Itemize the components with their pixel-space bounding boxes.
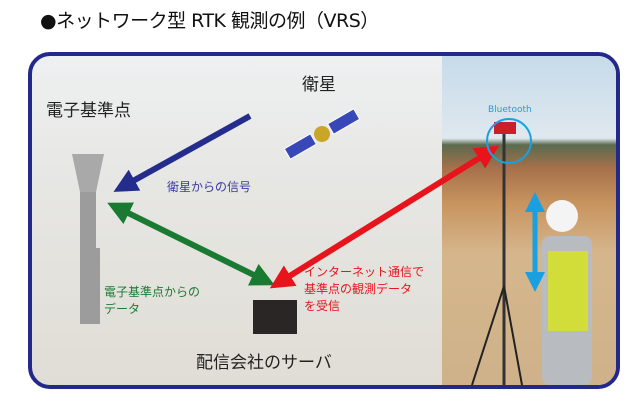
helmet xyxy=(546,200,578,232)
satellite-signal-label: 衛星からの信号 xyxy=(167,180,252,194)
satellite-label: 衛星 xyxy=(302,75,336,95)
surveyor-illustration xyxy=(471,122,592,385)
surveyor-photo xyxy=(442,56,616,385)
reference-data-label: 電子基準点からの データ xyxy=(104,284,200,318)
reference-station-pillar xyxy=(72,154,104,324)
internet-line3: を受信 xyxy=(304,299,341,313)
bluetooth-label: Bluetooth xyxy=(488,105,532,115)
reference-data-line2: データ xyxy=(104,302,141,316)
safety-vest xyxy=(548,251,588,331)
page-title: ●ネットワーク型 RTK 観測の例（VRS） xyxy=(40,10,379,32)
reference-station-label: 電子基準点 xyxy=(46,101,131,121)
internet-line2: 基準点の観測データ xyxy=(304,282,413,296)
internet-arrow xyxy=(269,145,500,289)
reference-data-line1: 電子基準点からの xyxy=(104,285,201,299)
server-icon xyxy=(253,300,297,334)
internet-line1: インターネット通信で xyxy=(304,265,425,279)
diagram-frame: 衛星 電子基準点 衛星からの信号 電子基準点からの データ インターネット通信で… xyxy=(28,52,620,389)
reference-data-arrow xyxy=(107,202,275,286)
gnss-receiver xyxy=(494,122,516,134)
bluetooth-circle xyxy=(486,118,532,164)
server-label: 配信会社のサーバ xyxy=(196,353,332,373)
satellite-signal-arrow xyxy=(113,113,252,192)
satellite-icon xyxy=(283,108,361,160)
arrows-layer xyxy=(72,108,545,334)
internet-label: インターネット通信で 基準点の観測データ を受信 xyxy=(304,264,424,315)
